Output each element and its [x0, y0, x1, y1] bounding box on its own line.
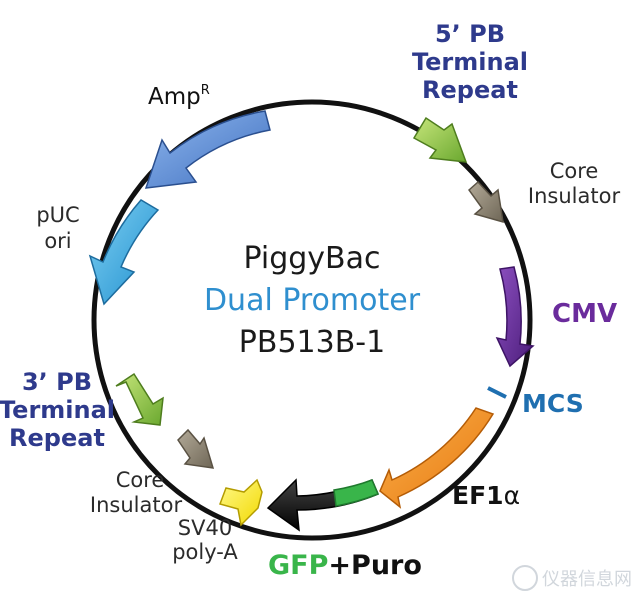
core-insulator-top-arrow: [467, 180, 504, 224]
pb5-label-line1: 5’ PB: [435, 20, 505, 48]
ampr-label-main: Amp: [148, 84, 201, 110]
core-insulator-bottom-line1: Core: [116, 468, 165, 492]
mcs-label: MCS: [522, 389, 584, 418]
core-insulator-top-line1: Core: [550, 159, 599, 183]
gfp-puro-label: GFP+Puro: [268, 550, 422, 581]
plasmid-backbone: [91, 99, 533, 541]
pb5-label-line3: Repeat: [422, 76, 518, 104]
core-insulator-bottom-arrow: [177, 428, 215, 469]
ef1a-arrow: [379, 407, 495, 509]
gfp-label: GFP: [268, 550, 328, 581]
puro-label: Puro: [351, 550, 422, 581]
pb5-label-line2: Terminal: [412, 48, 528, 76]
mcs-tick: [487, 386, 507, 399]
sv40-label-line1: SV40: [178, 516, 232, 540]
core-insulator-bottom-line2: Insulator: [90, 493, 183, 517]
sv40-label-line2: poly-A: [172, 540, 238, 564]
core-insulator-top-line2: Insulator: [528, 184, 621, 208]
ampr-label-sup: R: [201, 83, 210, 98]
puc-ori-arrow: [88, 199, 160, 306]
title-line3: PB513B-1: [239, 325, 385, 360]
ampr-label: AmpR: [148, 83, 210, 110]
ef1a-label-suffix: α: [504, 481, 520, 510]
cmv-arrow: [495, 266, 535, 368]
watermark-logo-icon: [512, 565, 538, 591]
pb3-label-line1: 3’ PB: [22, 368, 92, 396]
sv40-arrow: [219, 478, 263, 527]
pb3-label-line3: Repeat: [9, 424, 105, 452]
cmv-label: CMV: [552, 299, 617, 329]
watermark-text: 仪器信息网: [542, 569, 632, 590]
ef1a-label-prefix: EF1: [452, 481, 504, 510]
pb3-arrow: [115, 372, 164, 426]
title-line2: Dual Promoter: [204, 283, 421, 318]
plus-label: +: [328, 550, 351, 581]
pb3-label-line2: Terminal: [0, 396, 115, 424]
puc-ori-label-line2: ori: [44, 229, 71, 253]
pb5-arrow: [412, 116, 468, 163]
puc-ori-label-line1: pUC: [36, 203, 79, 227]
ef1a-label: EF1α: [452, 481, 520, 510]
watermark: 仪器信息网: [512, 565, 632, 591]
gfp-segment: [333, 479, 379, 507]
title-line1: PiggyBac: [243, 241, 380, 276]
ampr-arrow: [144, 110, 271, 189]
